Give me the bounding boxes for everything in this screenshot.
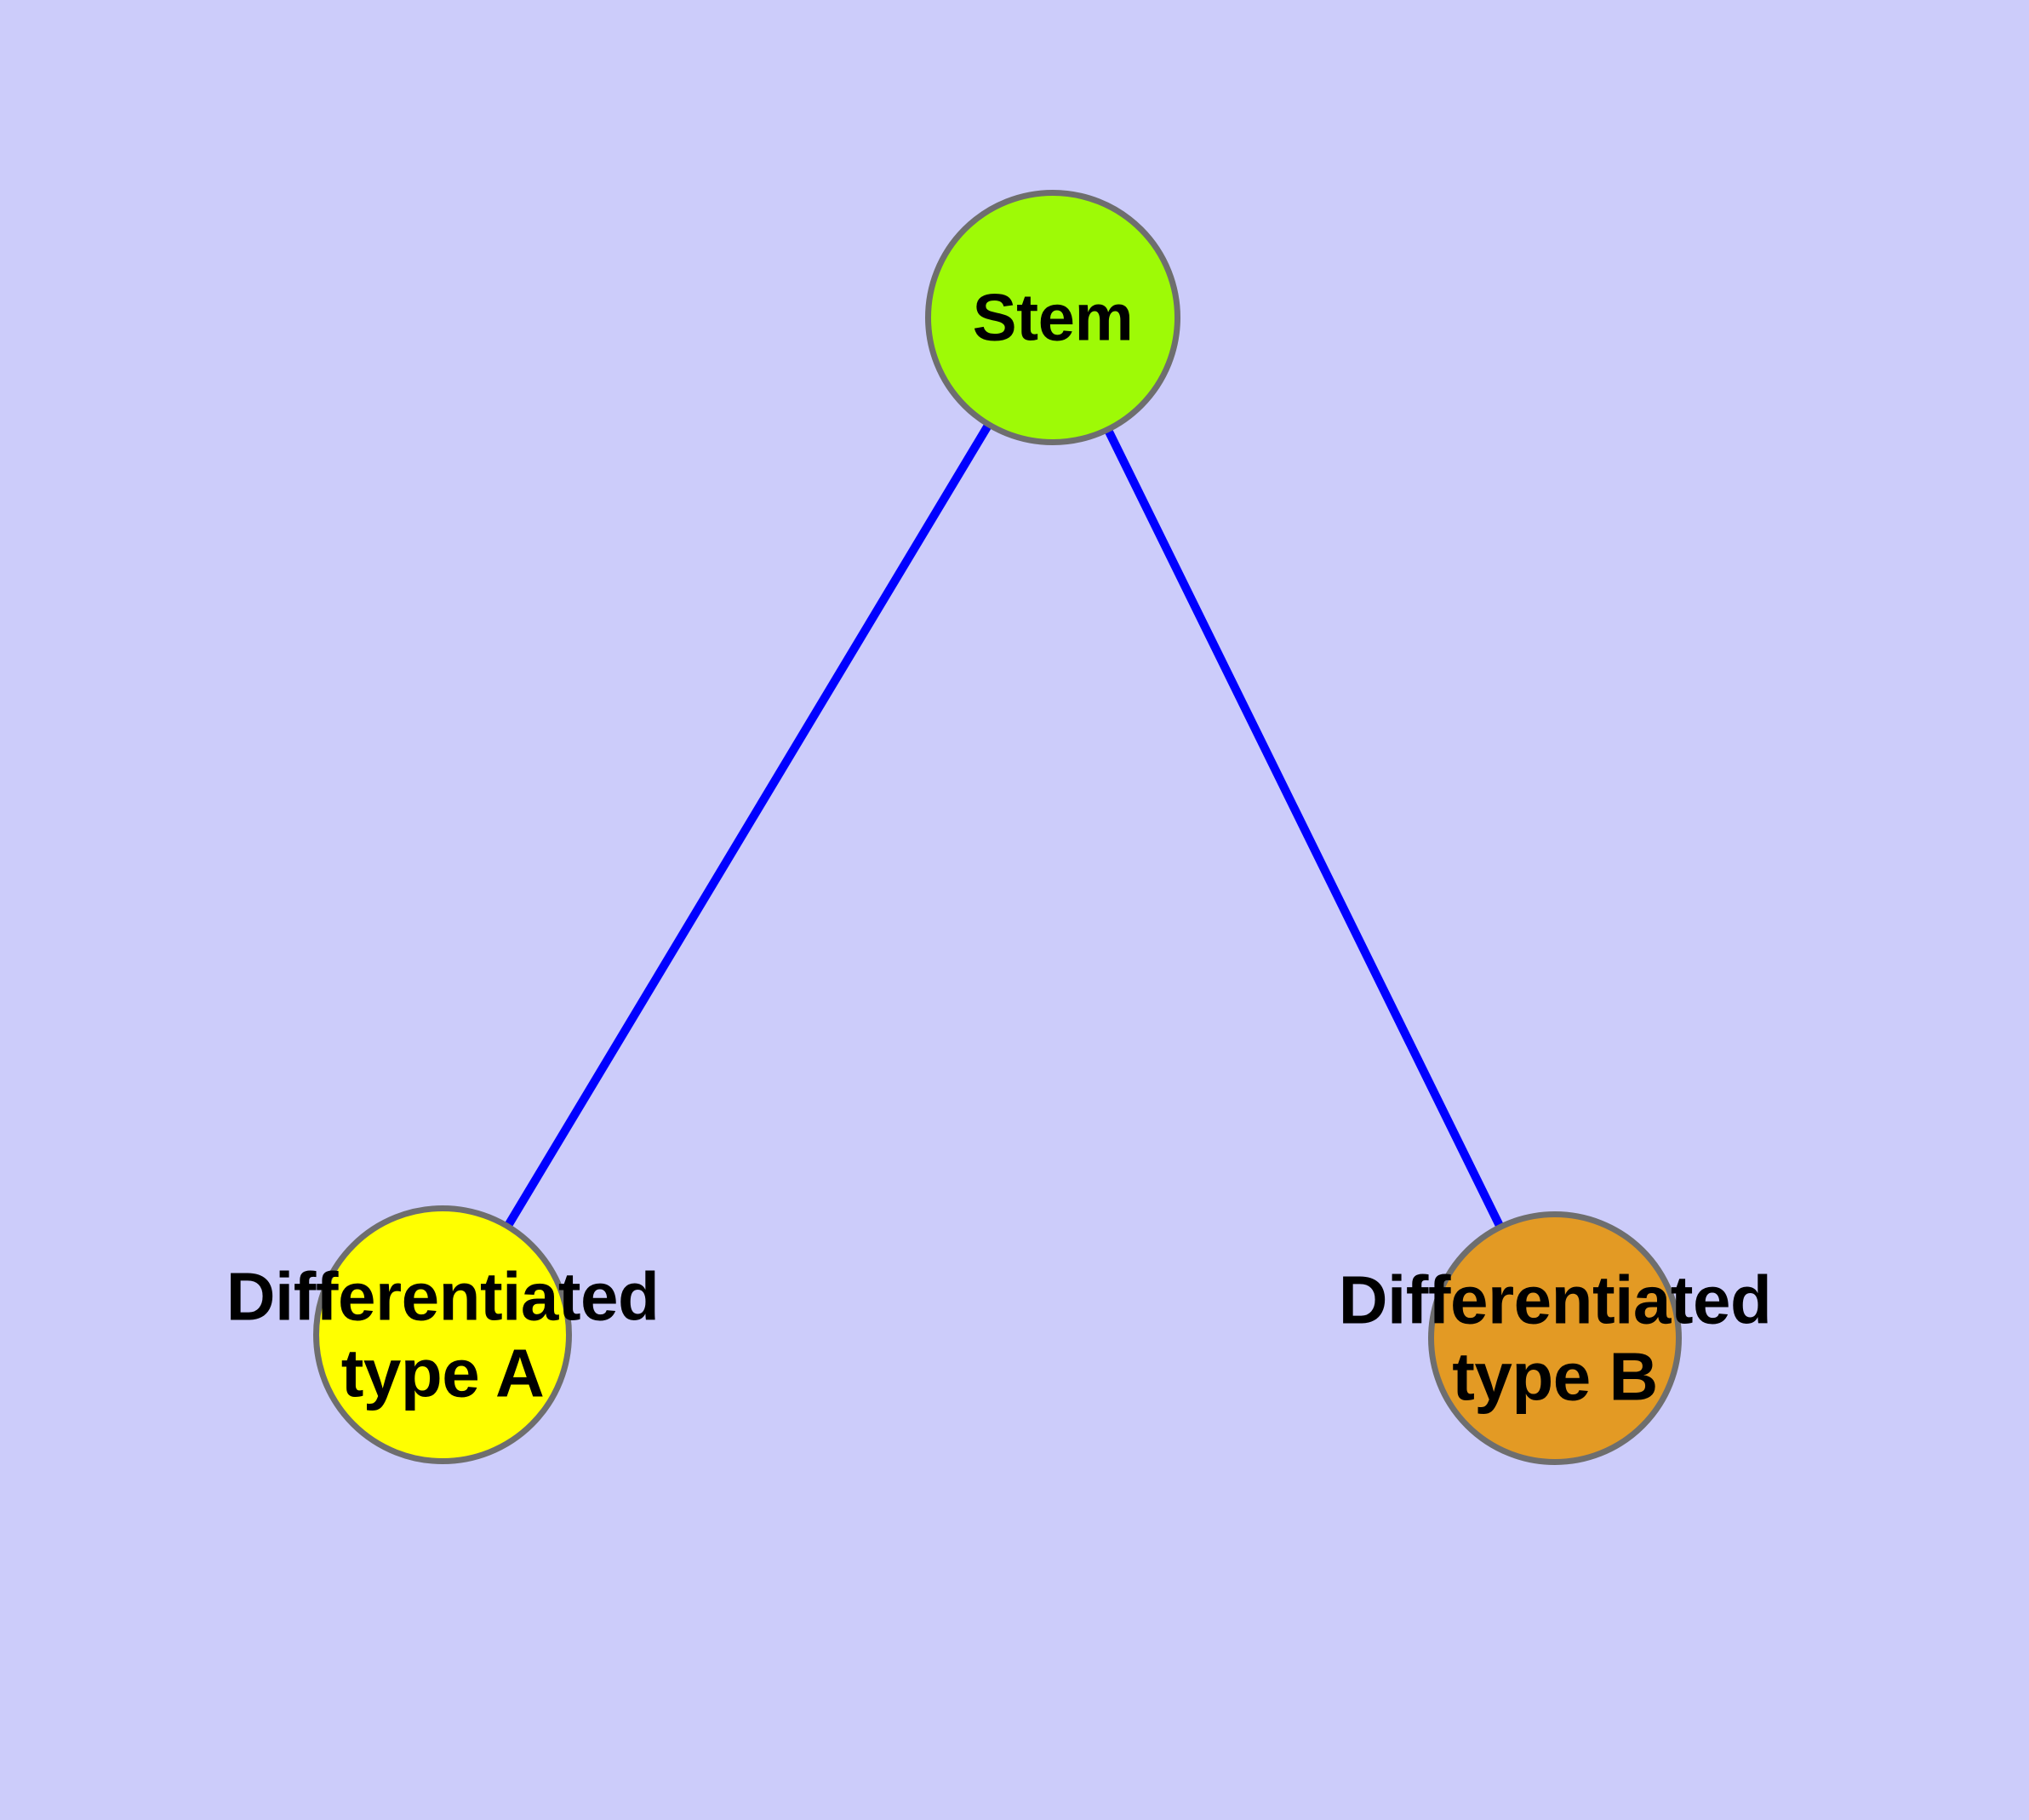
graph-edge[interactable] xyxy=(1100,419,1508,1238)
graph-node-diff-a[interactable] xyxy=(313,1205,572,1464)
graph-node-diff-b[interactable] xyxy=(1428,1211,1682,1465)
graph-node-stem[interactable] xyxy=(925,190,1180,445)
graph-edge[interactable] xyxy=(499,415,997,1237)
edge-layer xyxy=(499,415,1508,1238)
node-layer xyxy=(313,190,1682,1465)
